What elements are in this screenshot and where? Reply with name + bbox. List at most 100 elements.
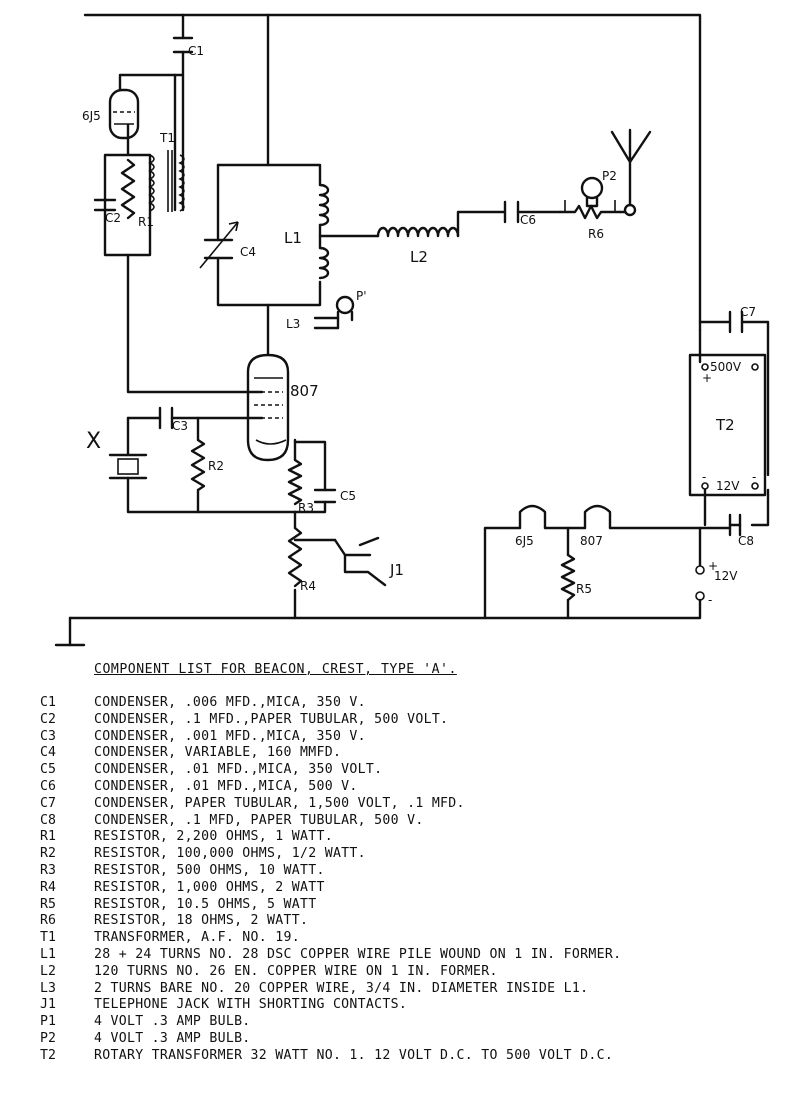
label-r5: R5: [576, 582, 592, 596]
label-r6: R6: [588, 227, 604, 241]
inductor-l1: L1: [284, 183, 330, 280]
component-ref: C1: [40, 695, 56, 710]
component-row: L3 2 TURNS BARE NO. 20 COPPER WIRE, 3/4 I…: [40, 981, 780, 998]
resistor-r2: R2: [190, 438, 224, 492]
component-desc: RESISTOR, 100,000 OHMS, 1/2 WATT.: [94, 846, 366, 862]
pilot-bulb-807: 807: [580, 504, 612, 548]
component-desc: 28 + 24 TURNS NO. 28 DSC COPPER WIRE PIL…: [94, 946, 622, 962]
label-t2: T2: [715, 416, 735, 434]
bulb-p1: P': [335, 289, 367, 330]
component-row: R2 RESISTOR, 100,000 OHMS, 1/2 WATT.: [40, 846, 780, 863]
label-12v-t2: 12V: [716, 479, 740, 493]
label-bulb-807: 807: [580, 534, 603, 548]
wiring: [68, 13, 770, 647]
component-ref: L1: [40, 946, 56, 962]
component-ref: R5: [40, 896, 56, 912]
jack-j1: J1: [333, 536, 404, 587]
coupling-loop-l3: L3: [286, 316, 340, 331]
component-desc: CONDENSER, .01 MFD.,MICA, 350 VOLT.: [94, 762, 383, 778]
resistor-r4: R4: [287, 526, 316, 593]
component-row: L1 28 + 24 TURNS NO. 28 DSC COPPER WIRE P…: [40, 947, 780, 964]
transformer-t1: T1: [148, 131, 185, 212]
component-desc: 4 VOLT .3 AMP BULB.: [94, 1030, 251, 1046]
label-l2: L2: [410, 248, 428, 266]
component-desc: 120 TURNS NO. 26 EN. COPPER WIRE ON 1 IN…: [94, 963, 498, 979]
inductor-l2: L2: [376, 226, 460, 266]
component-ref: C4: [40, 745, 56, 761]
component-desc: CONDENSER, .01 MFD.,MICA, 500 V.: [94, 778, 358, 794]
component-row: C4 CONDENSER, VARIABLE, 160 MMFD.: [40, 745, 780, 762]
component-desc: RESISTOR, 10.5 OHMS, 5 WATT: [94, 896, 317, 912]
label-l1: L1: [284, 229, 302, 247]
component-ref: L2: [40, 963, 56, 979]
component-desc: 4 VOLT .3 AMP BULB.: [94, 1014, 251, 1030]
ground-symbol: [54, 643, 86, 647]
capacitor-c5: C5: [313, 488, 356, 504]
resistor-r1: R1: [120, 158, 154, 229]
label-tube-6j5: 6J5: [82, 109, 101, 123]
component-ref: C7: [40, 795, 56, 811]
label-supply-plus: +: [708, 559, 718, 573]
component-desc: CONDENSER, PAPER TUBULAR, 1,500 VOLT, .1…: [94, 795, 465, 811]
component-list: COMPONENT LIST FOR BEACON, CREST, TYPE '…: [40, 662, 780, 1065]
component-ref: R2: [40, 846, 56, 862]
label-l3: L3: [286, 317, 300, 331]
label-c3: C3: [172, 419, 188, 433]
component-desc: RESISTOR, 500 OHMS, 10 WATT.: [94, 862, 325, 878]
component-ref: L3: [40, 980, 56, 996]
label-r1: R1: [138, 215, 154, 229]
pilot-bulb-6j5: 6J5: [515, 504, 547, 548]
component-desc: RESISTOR, 2,200 OHMS, 1 WATT.: [94, 829, 333, 845]
label-bulb-6j5: 6J5: [515, 534, 534, 548]
capacitor-c1: C1: [172, 36, 204, 58]
label-supply-12v: 12V: [714, 569, 738, 583]
component-desc: RESISTOR, 1,000 OHMS, 2 WATT: [94, 879, 325, 895]
label-c5: C5: [340, 489, 356, 503]
component-desc: RESISTOR, 18 OHMS, 2 WATT.: [94, 913, 309, 929]
label-c2: C2: [105, 211, 121, 225]
component-row: C6 CONDENSER, .01 MFD.,MICA, 500 V.: [40, 779, 780, 796]
component-desc: CONDENSER, VARIABLE, 160 MMFD.: [94, 745, 342, 761]
label-t2-minus-bottom: -: [702, 470, 706, 484]
label-tube-807: 807: [290, 382, 319, 400]
capacitor-c7: C7: [728, 305, 756, 334]
label-r4: R4: [300, 579, 316, 593]
antenna-icon: [610, 128, 652, 217]
capacitor-c2: C2: [93, 198, 121, 225]
component-row: J1 TELEPHONE JACK WITH SHORTING CONTACTS.: [40, 997, 780, 1014]
component-ref: P2: [40, 1030, 56, 1046]
label-crystal: X: [86, 429, 101, 454]
component-desc: TRANSFORMER, A.F. NO. 19.: [94, 930, 300, 946]
component-row: R5 RESISTOR, 10.5 OHMS, 5 WATT: [40, 897, 780, 914]
resistor-r6: R6: [558, 200, 622, 241]
resistor-r3: R3: [287, 458, 314, 515]
supply-12v: + 12V -: [695, 559, 738, 607]
label-p1: P': [356, 289, 367, 303]
rotary-transformer-t2: 500V + T2 - - 12V: [688, 353, 767, 497]
label-c1: C1: [188, 44, 204, 58]
component-ref: C6: [40, 778, 56, 794]
label-j1: J1: [389, 561, 404, 579]
component-desc: CONDENSER, .1 MFD.,PAPER TUBULAR, 500 VO…: [94, 711, 449, 727]
component-desc: TELEPHONE JACK WITH SHORTING CONTACTS.: [94, 997, 408, 1013]
component-row: C7 CONDENSER, PAPER TUBULAR, 1,500 VOLT, …: [40, 796, 780, 813]
tube-807: 807: [246, 353, 319, 462]
capacitor-c4: C4: [199, 221, 256, 269]
label-t2-minus-right: -: [752, 470, 756, 484]
component-ref: C2: [40, 711, 56, 727]
component-ref: J1: [40, 997, 56, 1013]
label-r2: R2: [208, 459, 224, 473]
label-supply-minus: -: [708, 593, 712, 607]
component-desc: 2 TURNS BARE NO. 20 COPPER WIRE, 3/4 IN.…: [94, 980, 589, 996]
label-p2: P2: [602, 169, 617, 183]
component-ref: R3: [40, 862, 56, 878]
component-ref: C3: [40, 728, 56, 744]
